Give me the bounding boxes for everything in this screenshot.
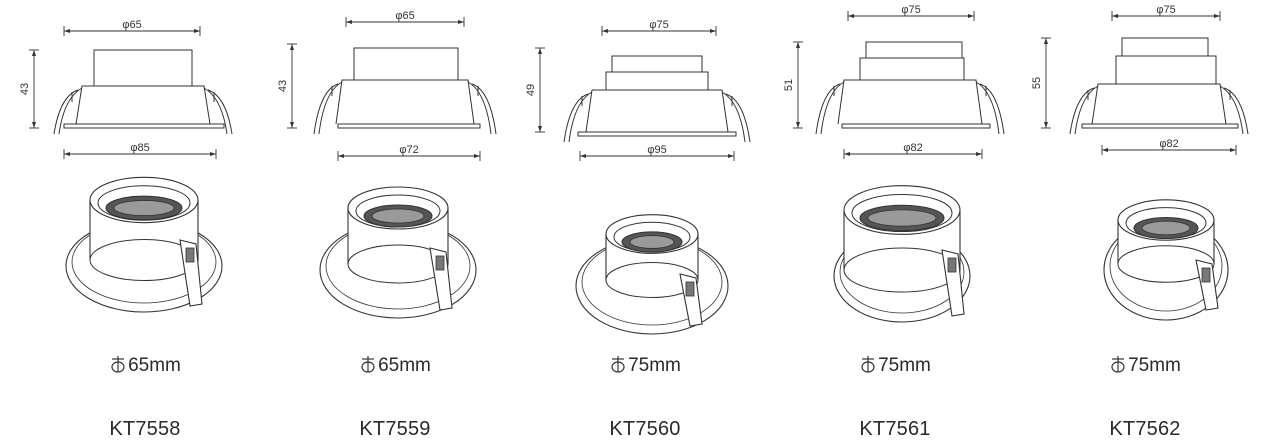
top-diameter-dimension: φ75 xyxy=(847,4,975,21)
bottom-diameter-dimension: φ72 xyxy=(337,144,481,161)
product-render xyxy=(319,186,477,319)
product-drawing: φ75 φ82 55 xyxy=(1031,4,1249,321)
cutout-size-label: 75mm xyxy=(520,355,770,377)
cutout-size-label: 75mm xyxy=(1020,355,1262,377)
cutout-size-value: 75mm xyxy=(628,355,681,376)
side-view-drawing xyxy=(53,49,233,135)
bottom-diameter-dimension: φ85 xyxy=(63,142,217,159)
cutout-hole-icon xyxy=(1111,356,1125,373)
height-dimension-label: 43 xyxy=(20,83,31,95)
cutout-size-value: 65mm xyxy=(378,355,431,376)
side-view-drawing xyxy=(313,47,497,135)
bottom-diameter-dimension-label: φ82 xyxy=(1159,138,1178,150)
top-diameter-dimension: φ65 xyxy=(345,10,465,27)
product-drawing: φ75 φ95 49 xyxy=(525,19,751,335)
side-view-drawing xyxy=(1069,37,1249,135)
height-dimension: 43 xyxy=(277,43,297,129)
cutout-hole-icon xyxy=(861,356,875,373)
product-render xyxy=(65,176,223,313)
side-view-drawing xyxy=(563,55,751,143)
top-diameter-dimension-label: φ75 xyxy=(901,4,920,16)
bottom-diameter-dimension-label: φ95 xyxy=(647,144,666,156)
top-diameter-dimension-label: φ65 xyxy=(395,10,414,22)
bottom-diameter-dimension: φ82 xyxy=(1101,138,1237,155)
top-diameter-dimension: φ75 xyxy=(1111,4,1221,21)
side-view-drawing xyxy=(815,41,1005,135)
cutout-hole-icon xyxy=(611,356,625,373)
model-number: KT7561 xyxy=(859,418,931,440)
top-diameter-dimension-label: φ65 xyxy=(122,19,141,31)
bottom-diameter-dimension-label: φ85 xyxy=(130,142,149,154)
top-diameter-dimension-label: φ75 xyxy=(649,19,668,31)
cutout-size-value: 75mm xyxy=(878,355,931,376)
height-dimension-label: 55 xyxy=(1031,77,1043,89)
height-dimension-label: 49 xyxy=(525,84,537,96)
product-drawing: φ65 φ72 43 xyxy=(277,10,497,319)
cutout-size-value: 65mm xyxy=(128,355,181,376)
top-diameter-dimension-label: φ75 xyxy=(1156,4,1175,16)
product-drawing: φ75 φ82 51 xyxy=(783,4,1005,323)
model-number: KT7562 xyxy=(1109,418,1181,440)
product-render xyxy=(575,214,729,335)
model-number: KT7560 xyxy=(609,418,681,440)
product-render xyxy=(833,185,971,323)
bottom-diameter-dimension-label: φ72 xyxy=(399,144,418,156)
height-dimension-label: 43 xyxy=(277,80,289,92)
cutout-size-label: 65mm xyxy=(270,355,520,377)
cutout-size-value: 75mm xyxy=(1128,355,1181,376)
top-diameter-dimension: φ65 xyxy=(63,19,201,36)
bottom-diameter-dimension: φ82 xyxy=(843,142,983,159)
cutout-hole-icon xyxy=(111,356,125,373)
top-diameter-dimension: φ75 xyxy=(601,19,717,36)
height-dimension: 51 xyxy=(783,41,803,129)
cutout-size-label: 75mm xyxy=(770,355,1020,377)
product-render xyxy=(1103,199,1229,321)
bottom-diameter-dimension-label: φ82 xyxy=(903,142,922,154)
height-dimension: 43 xyxy=(20,49,39,129)
height-dimension-label: 51 xyxy=(783,79,795,91)
model-number: KT7558 xyxy=(109,418,181,440)
product-drawing: φ65 φ85 43 xyxy=(20,19,233,313)
model-number: KT7559 xyxy=(359,418,431,440)
height-dimension: 49 xyxy=(525,47,545,133)
bottom-diameter-dimension: φ95 xyxy=(579,144,735,161)
cutout-size-label: 65mm xyxy=(20,355,270,377)
cutout-hole-icon xyxy=(361,356,375,373)
height-dimension: 55 xyxy=(1031,37,1051,129)
